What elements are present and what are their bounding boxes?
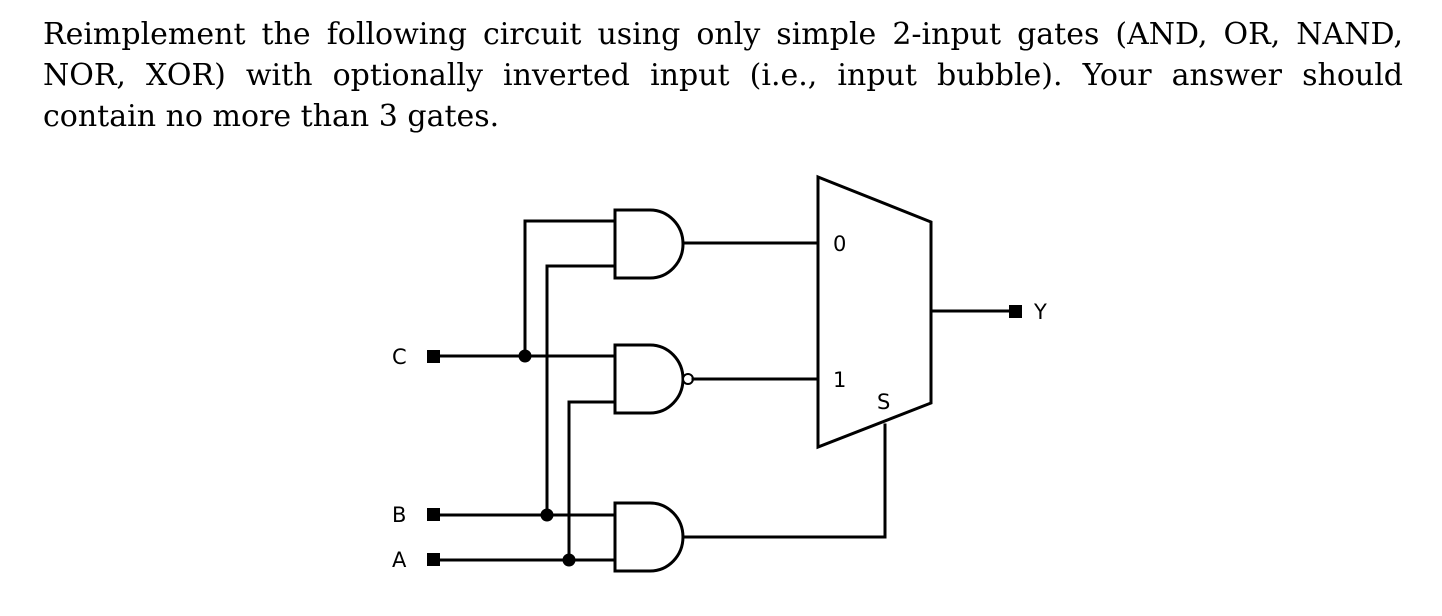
- nand-gate-ca: [613, 343, 685, 415]
- input-c-label: C: [392, 345, 407, 369]
- input-b-label: B: [392, 503, 406, 527]
- mux-select-label: S: [877, 390, 890, 414]
- and-ba-select-wire: [681, 423, 887, 539]
- and-gate-cb: [613, 208, 685, 280]
- output-y-pin: [1009, 305, 1022, 318]
- input-c-pin: [427, 350, 440, 363]
- output-y-label: Y: [1033, 300, 1047, 324]
- input-a-label: A: [392, 548, 407, 572]
- input-wires: [438, 219, 615, 562]
- junction-c: [518, 349, 532, 363]
- mux-input-1-label: 1: [833, 368, 846, 392]
- junction-b: [540, 508, 554, 522]
- input-a-pin: [427, 553, 440, 566]
- input-b-pin: [427, 508, 440, 521]
- junction-a: [562, 553, 576, 567]
- question-text: Reimplement the following circuit using …: [43, 17, 1403, 134]
- and-gate-ba: [613, 501, 685, 573]
- multiplexer: [816, 174, 933, 450]
- mux-input-0-label: 0: [833, 232, 846, 256]
